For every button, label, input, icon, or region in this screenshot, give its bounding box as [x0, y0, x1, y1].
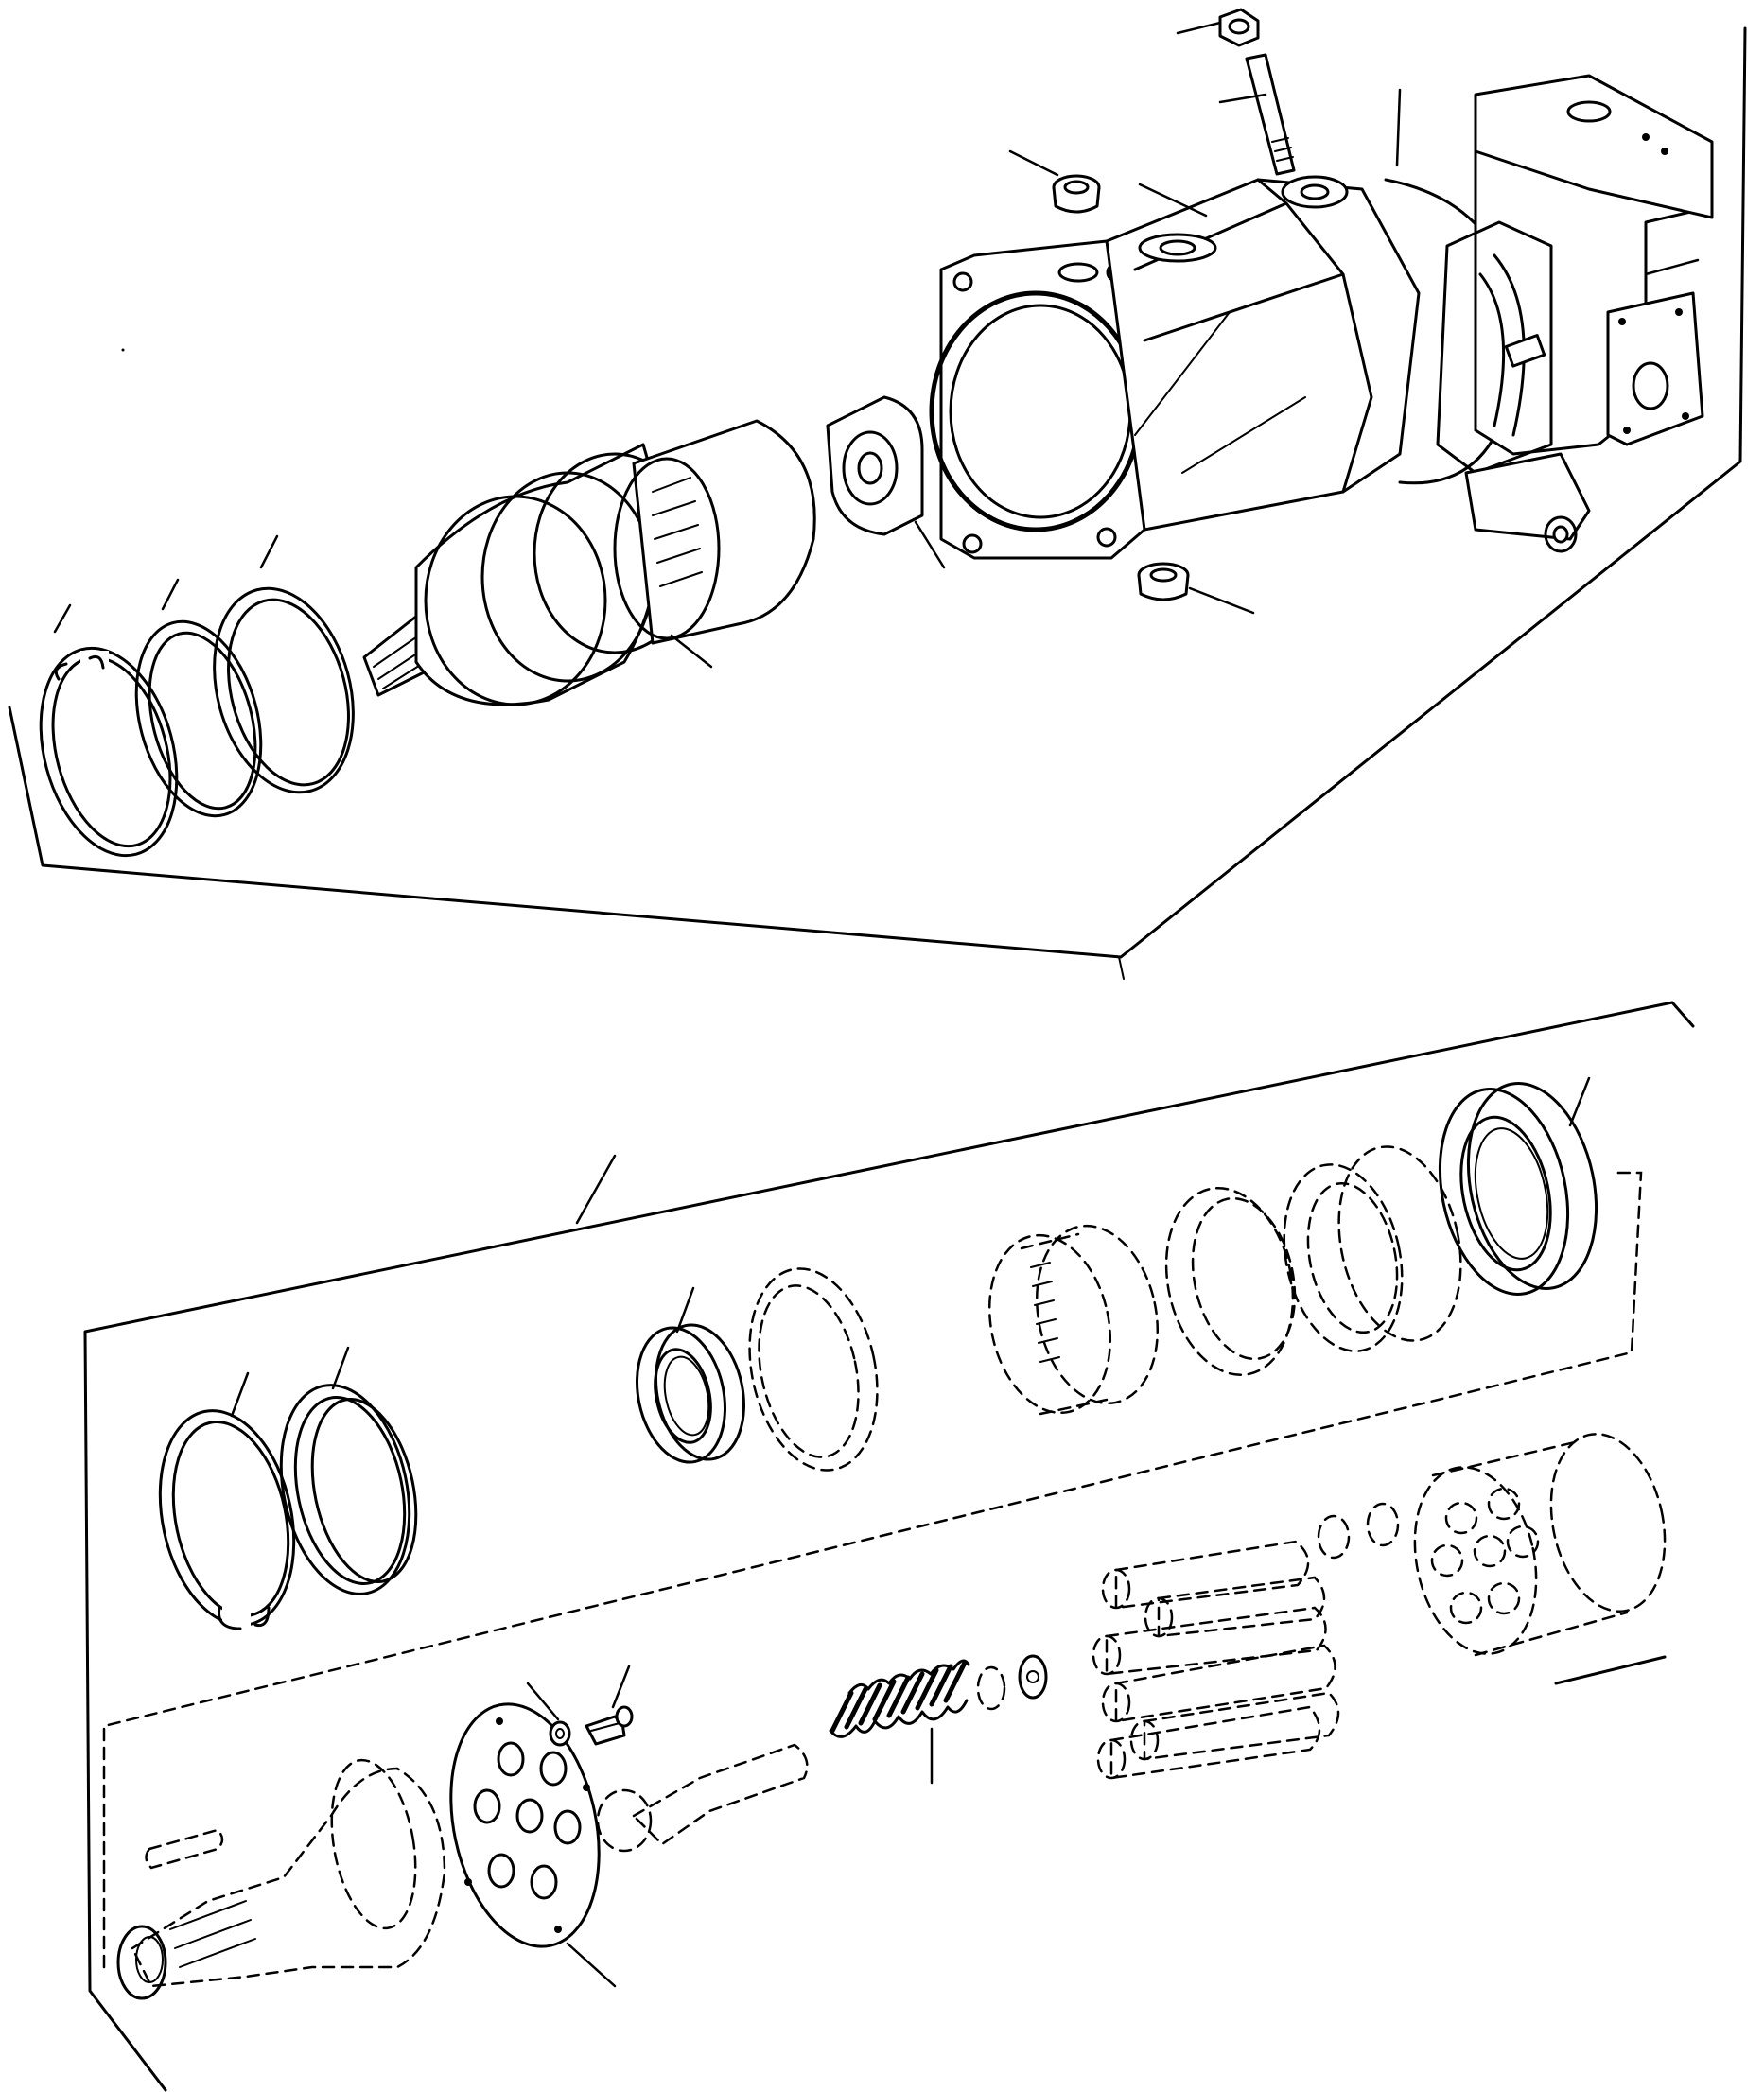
kit-small-bearing	[636, 1323, 745, 1464]
snap-ring-large	[39, 646, 179, 858]
housing-body	[1105, 178, 1421, 532]
side-port-block	[1606, 291, 1704, 446]
kit-screw	[585, 1705, 634, 1746]
plug-top	[1052, 174, 1101, 214]
sealing-ring-1	[134, 619, 263, 818]
hex-nut	[1218, 8, 1260, 47]
kit-drive-shaft	[116, 1758, 446, 2000]
kit-cylinder-block	[1413, 1433, 1667, 1657]
piston-row-lower	[1096, 1644, 1340, 1780]
piston-row-upper	[1092, 1540, 1327, 1676]
parts-kit-panel-border	[83, 1001, 1695, 2092]
kit-center-pin-dashed	[596, 1743, 809, 1853]
stud-bolt	[1245, 53, 1296, 176]
assembly-panel-border	[8, 26, 1747, 959]
sealing-ring-2	[213, 586, 355, 794]
end-cover	[1436, 74, 1714, 553]
kit-shim-dashed	[748, 1267, 879, 1472]
kit-snap-ring	[158, 1409, 296, 1631]
kit-pistons	[1092, 1502, 1400, 1780]
kit-key	[145, 1828, 224, 1870]
kit-retaining-plate	[449, 1702, 601, 1948]
motor-housing	[929, 175, 1517, 560]
control-plate	[826, 395, 924, 536]
end-cover-foot	[1464, 452, 1591, 541]
scan-dot	[121, 348, 125, 352]
piston-retainer-1	[1317, 1514, 1351, 1560]
plug-bottom	[1137, 562, 1190, 601]
cylinder-block	[632, 419, 816, 645]
inner-kit-dashed-border	[102, 1171, 1643, 1969]
panel-corner-tick	[1118, 956, 1125, 980]
kit-lock-washer	[549, 1720, 571, 1747]
kit-dashed-bearing-set	[987, 1145, 1462, 1416]
rotary-group	[362, 419, 816, 706]
piston-retainer-2	[1366, 1502, 1400, 1547]
port-boss	[1138, 233, 1217, 263]
kit-center-spring	[829, 1659, 970, 1738]
kit-large-bearing	[1438, 1082, 1598, 1296]
bolt-boss	[1281, 175, 1349, 209]
assembly-view-panel	[8, 26, 1747, 980]
leader-lines-top	[53, 21, 1700, 669]
parts-kit-panel	[83, 1001, 1695, 2092]
kit-shaft-seal	[279, 1384, 418, 1595]
kit-washer-pair	[976, 1654, 1048, 1711]
parts-panel-tick	[1554, 1655, 1667, 1685]
valve-plate-face	[1436, 220, 1553, 475]
end-cover-top-block	[1474, 74, 1714, 219]
leader-lines-bottom	[230, 1076, 1591, 1988]
